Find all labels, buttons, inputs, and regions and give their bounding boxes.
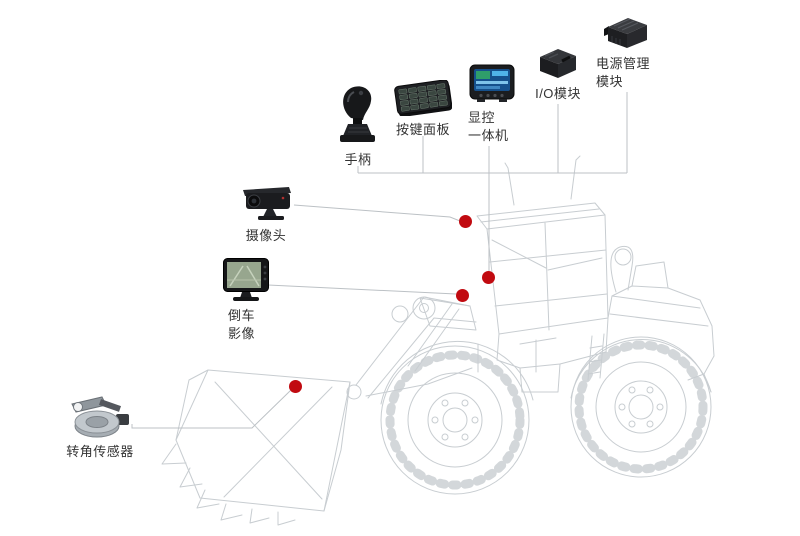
camera-icon bbox=[243, 187, 291, 220]
io-module-icon bbox=[540, 49, 576, 78]
io-module-label: I/O模块 bbox=[535, 86, 581, 101]
display-unit-icon bbox=[469, 64, 515, 102]
component-power-module: 电源管理 模块 bbox=[594, 14, 660, 91]
display-unit-label: 显控 一体机 bbox=[468, 110, 509, 144]
rear-view-monitor-label: 倒车 影像 bbox=[228, 308, 256, 342]
keypad-label: 按键面板 bbox=[395, 122, 450, 137]
install-point-marker-cab-front bbox=[459, 215, 472, 228]
rear-view-monitor-icon bbox=[223, 258, 269, 301]
power-module-icon bbox=[604, 18, 647, 48]
joystick-label: 手柄 bbox=[344, 152, 372, 167]
camera-label: 摄像头 bbox=[245, 228, 287, 243]
joystick-icon bbox=[340, 86, 375, 142]
install-point-marker-bucket-pivot bbox=[289, 380, 302, 393]
install-point-marker-boom-mount bbox=[456, 289, 469, 302]
component-io-module: I/O模块 bbox=[528, 46, 588, 103]
component-camera: 摄像头 bbox=[236, 186, 296, 245]
install-point-marker-cab-interior bbox=[482, 271, 495, 284]
component-joystick: 手柄 bbox=[330, 84, 386, 169]
component-rear-view-monitor: 倒车 影像 bbox=[220, 258, 272, 343]
keypad-icon bbox=[394, 80, 452, 116]
angle-sensor-icon bbox=[71, 396, 129, 438]
component-display-unit: 显控 一体机 bbox=[464, 64, 520, 145]
component-keypad: 按键面板 bbox=[390, 80, 456, 139]
component-angle-sensor: 转角传感器 bbox=[56, 394, 144, 461]
power-module-label: 电源管理 模块 bbox=[596, 56, 651, 90]
angle-sensor-label: 转角传感器 bbox=[66, 444, 134, 459]
